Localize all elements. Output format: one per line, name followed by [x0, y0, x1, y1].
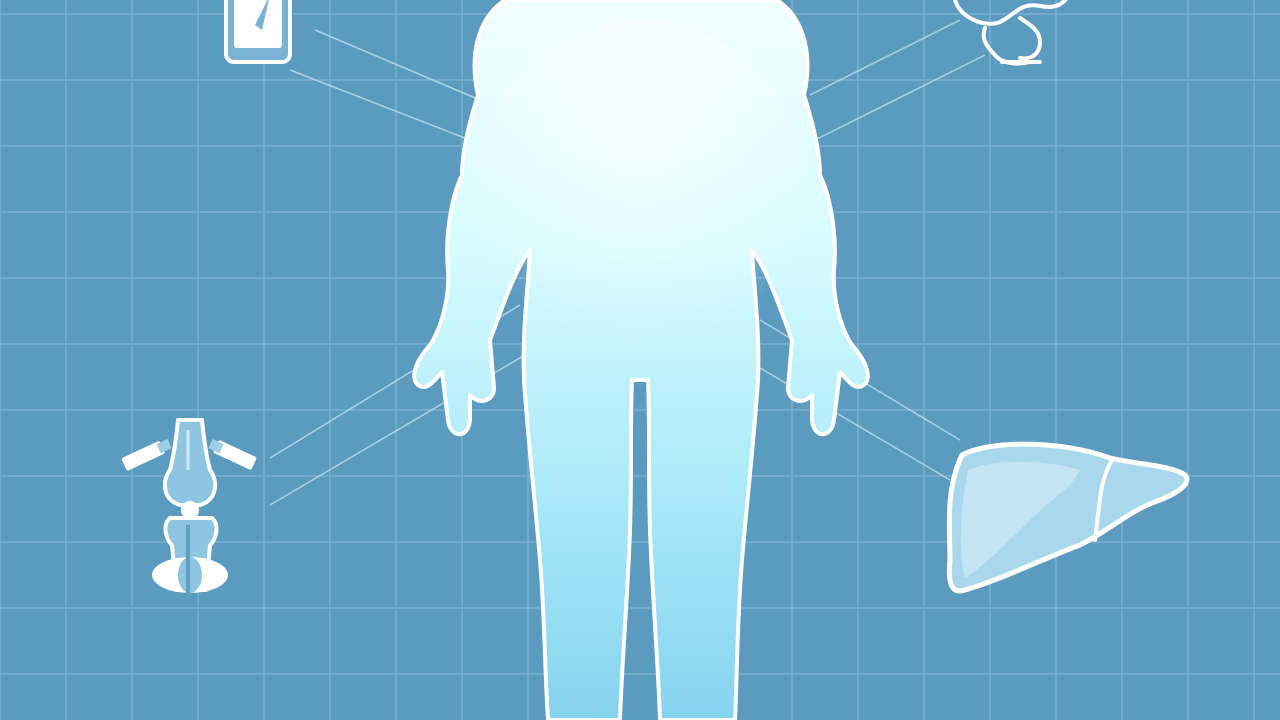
connector-line: [289, 69, 471, 141]
liver-icon: [946, 441, 1190, 594]
body-glow: [470, 20, 810, 380]
human-body-silhouette: [412, 0, 870, 720]
connector-line: [814, 54, 986, 141]
knee-joint-icon: [121, 418, 257, 600]
connector-line: [809, 19, 961, 96]
stomach-icon: [953, 0, 1069, 66]
connector-line: [314, 29, 481, 101]
phone-icon: [224, 0, 292, 64]
